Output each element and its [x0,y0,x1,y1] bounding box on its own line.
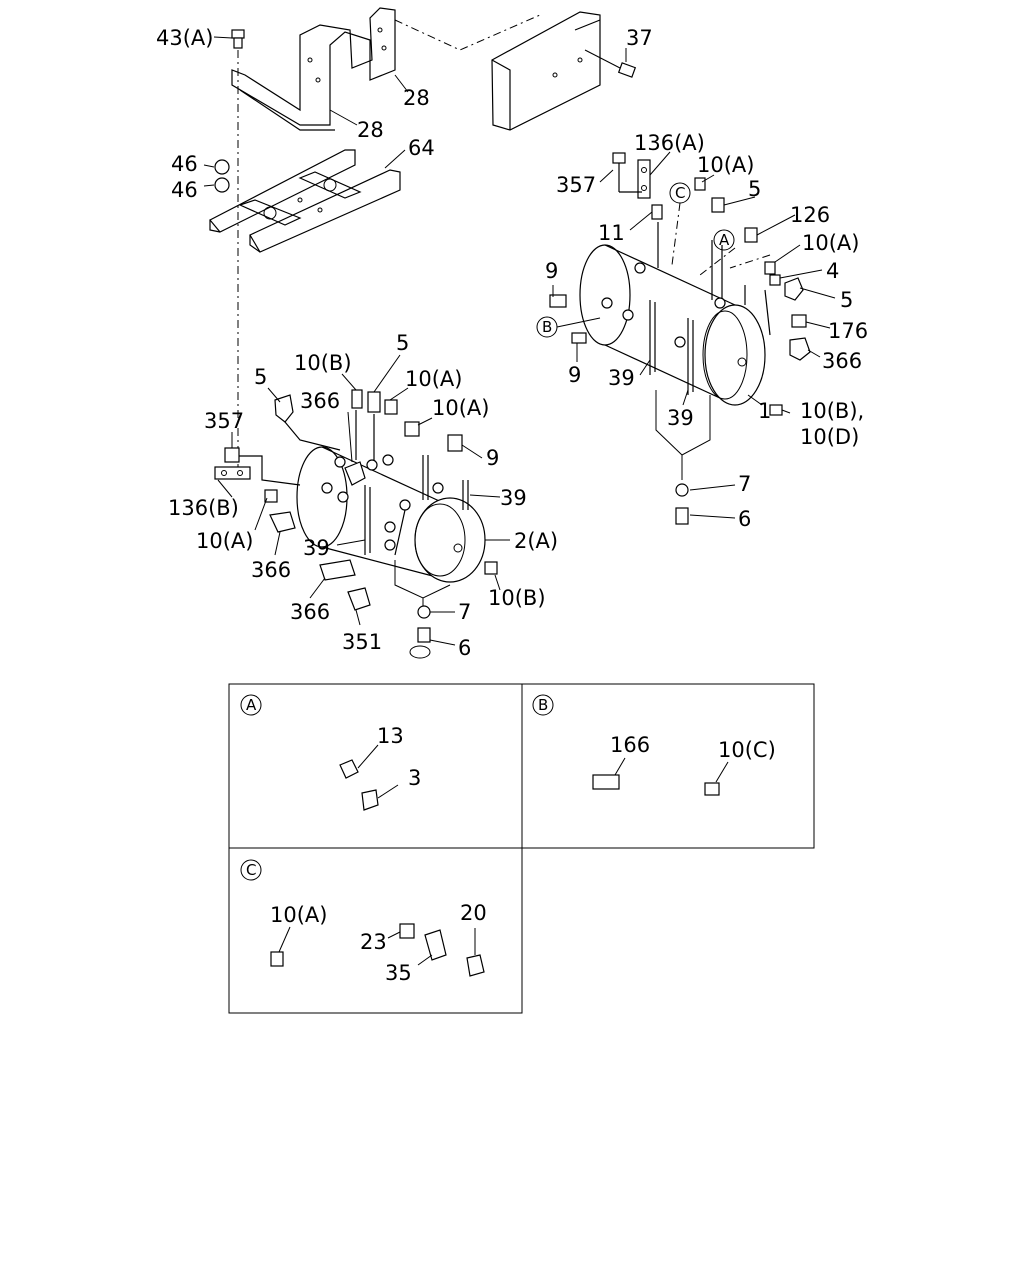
label-136a: 136(A) [634,131,705,155]
label-7-left: 7 [458,600,471,624]
label-6-right: 6 [738,507,751,531]
label-5-left-a: 5 [254,365,267,389]
label-10b-right: 10(B), [800,399,864,423]
label-9-right-bottom: 9 [568,363,581,387]
callout-c-text: C [675,184,685,202]
detail-c-part-35: 35 [385,961,412,985]
label-6-left: 6 [458,636,471,660]
label-39-right-a: 39 [608,366,635,390]
detail-box-c [228,847,523,1014]
label-366-left-mid: 366 [251,558,291,582]
label-7-right: 7 [738,472,751,496]
detail-b-part-166: 166 [610,733,650,757]
detail-a-part-3: 3 [408,766,421,790]
detail-c-part-10a: 10(A) [270,903,327,927]
label-28-upper: 28 [403,86,430,110]
label-176: 176 [828,319,868,343]
label-351: 351 [342,630,382,654]
label-10a-right-top: 10(A) [697,153,754,177]
label-10a-left-side: 10(A) [196,529,253,553]
label-366-left-bottom: 366 [290,600,330,624]
bolt-43a [231,29,245,49]
label-28-lower: 28 [357,118,384,142]
label-37: 37 [626,26,653,50]
detail-box-a [228,683,523,849]
label-46-upper: 46 [171,152,198,176]
label-357-left: 357 [204,409,244,433]
left-air-tank [214,389,498,659]
label-39-left-a: 39 [500,486,527,510]
label-5-right-top: 5 [748,177,761,201]
callout-a-text: A [719,231,730,249]
detail-a-part-13: 13 [377,724,404,748]
bolt-37 [584,49,637,78]
label-4: 4 [826,259,839,283]
label-10b-left-bottom: 10(B) [488,586,546,610]
label-2a: 2(A) [514,529,558,553]
label-136b: 136(B) [168,496,239,520]
label-9-left: 9 [486,446,499,470]
detail-c-tag: C [246,861,256,879]
label-43a: 43(A) [156,26,213,50]
label-1: 1 [758,399,771,423]
label-10a-left-mid: 10(A) [432,396,489,420]
label-10d-right: 10(D) [800,425,859,449]
label-10a-left-top: 10(A) [405,367,462,391]
label-5-left-b: 5 [396,331,409,355]
detail-c-part-20: 20 [460,901,487,925]
callout-b-text: B [542,318,552,336]
label-366-right: 366 [822,349,862,373]
label-357-right: 357 [556,173,596,197]
label-10b-left-top: 10(B) [294,351,352,375]
label-126: 126 [790,203,830,227]
detail-c-part-23: 23 [360,930,387,954]
label-11: 11 [598,221,625,245]
label-10a-right-mid: 10(A) [802,231,859,255]
label-39-left-b: 39 [303,536,330,560]
label-39-right-b: 39 [667,406,694,430]
detail-b-tag: B [538,696,548,714]
detail-a-tag: A [246,696,257,714]
label-5-right-mid: 5 [840,288,853,312]
label-46-lower: 46 [171,178,198,202]
detail-box-b [521,683,815,849]
label-366-left-top: 366 [300,389,340,413]
detail-b-part-10c: 10(C) [718,738,776,762]
label-64: 64 [408,136,435,160]
top-bracket-assembly [209,7,637,470]
label-9-right-top: 9 [545,259,558,283]
right-air-tank [536,152,811,525]
